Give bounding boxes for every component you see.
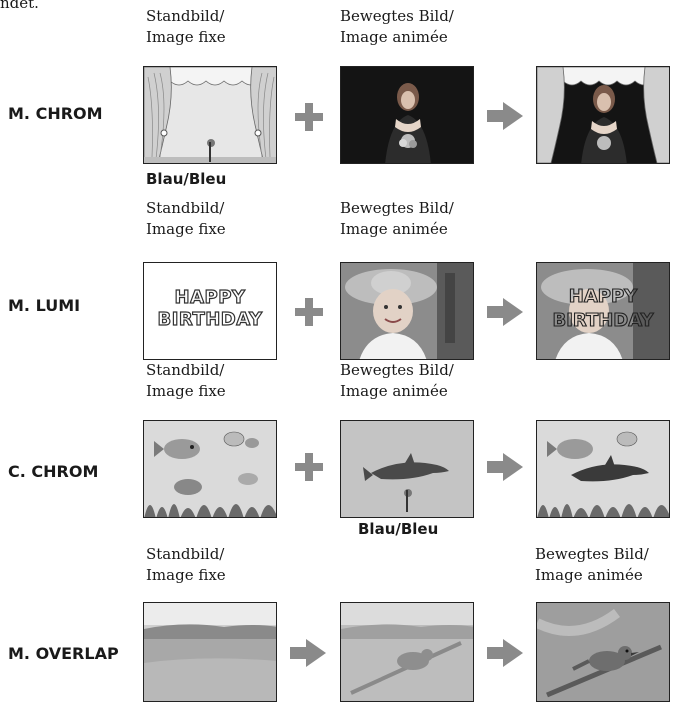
still-caption: Standbild/ Image fixe [146,544,226,586]
moving-image-girl-hat [340,262,474,360]
still-image-landscape [143,602,277,702]
moving-caption-line-2: Image animée [340,28,448,46]
blue-pointer-line [406,490,408,512]
mode-label-m-overlap: M. OVERLAP [8,644,119,663]
happy-text: HAPPY [568,285,638,307]
still-caption-line-1: Standbild/ [146,361,225,379]
blue-label: Blau/Bleu [146,170,227,188]
arrow-right-icon [290,639,326,671]
moving-caption: Bewegtes Bild/ Image animée [340,198,454,240]
still-caption-line-1: Standbild/ [146,199,225,217]
moving-caption-line-1: Bewegtes Bild/ [535,545,649,563]
still-caption: Standbild/ Image fixe [146,360,226,402]
moving-caption-line-1: Bewegtes Bild/ [340,361,454,379]
moving-image-woman [340,66,474,164]
still-caption-line-2: Image fixe [146,382,226,400]
moving-caption-line-2: Image animée [340,382,448,400]
plus-icon [295,453,323,485]
still-caption-line-1: Standbild/ [146,7,225,25]
birthday-text: BIRTHDAY [157,308,263,330]
moving-caption: Bewegtes Bild/ Image animée [340,6,454,48]
arrow-right-icon [487,453,523,485]
arrow-right-icon [487,102,523,134]
transition-image-overlap [340,602,474,702]
arrow-right-icon [487,639,523,671]
moving-caption-line-1: Bewegtes Bild/ [340,199,454,217]
still-image-fish-aquarium [143,420,277,518]
result-image-bird [536,602,670,702]
still-caption: Standbild/ Image fixe [146,6,226,48]
arrow-right-icon [487,298,523,330]
still-caption-line-2: Image fixe [146,28,226,46]
result-image-m-lumi: HAPPY BIRTHDAY [536,262,670,360]
blue-label: Blau/Bleu [358,520,439,538]
page-fragment: ndet. [0,0,39,12]
still-caption: Standbild/ Image fixe [146,198,226,240]
plus-icon [295,298,323,330]
birthday-text: BIRTHDAY [552,309,654,331]
still-caption-line-1: Standbild/ [146,545,225,563]
still-image-happy-birthday: HAPPY BIRTHDAY [143,262,277,360]
still-caption-line-2: Image fixe [146,220,226,238]
mode-label-c-chrom: C. CHROM [8,462,99,481]
moving-caption-line-2: Image animée [535,566,643,584]
result-image-c-chrom [536,420,670,518]
mode-label-m-chrom: M. CHROM [8,104,103,123]
moving-caption: Bewegtes Bild/ Image animée [340,360,454,402]
moving-caption: Bewegtes Bild/ Image animée [535,544,649,586]
result-image-m-chrom [536,66,670,164]
plus-icon [295,103,323,135]
blue-pointer-line [209,142,211,162]
happy-text: HAPPY [174,286,246,308]
moving-caption-line-2: Image animée [340,220,448,238]
still-caption-line-2: Image fixe [146,566,226,584]
moving-caption-line-1: Bewegtes Bild/ [340,7,454,25]
mode-label-m-lumi: M. LUMI [8,296,81,315]
